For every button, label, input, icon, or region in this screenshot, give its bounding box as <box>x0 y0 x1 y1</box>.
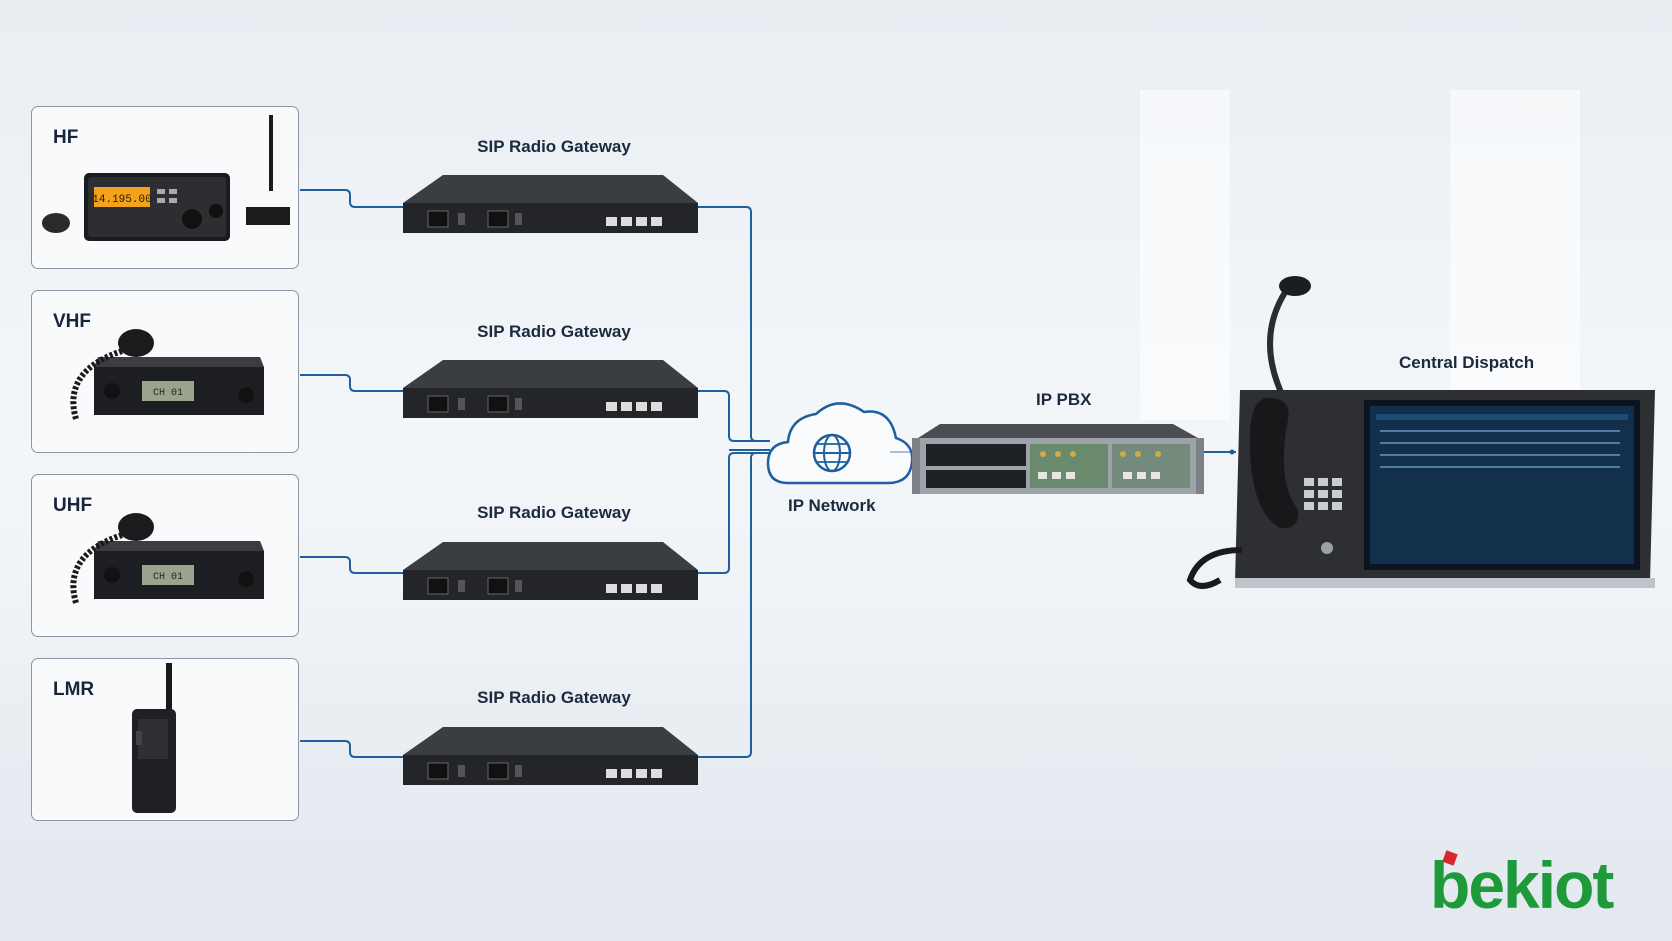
radio-label-lmr: LMR <box>53 679 95 700</box>
gateway-units <box>403 175 698 785</box>
gateway-unit <box>403 542 698 600</box>
hf-frequency-display: 14.195.00 <box>92 194 151 206</box>
radio-box-uhf: UHF CH 01 <box>31 474 299 637</box>
network-label: IP Network <box>788 496 876 515</box>
mobile-radio-icon: CH 01 <box>70 329 264 420</box>
bekiot-logo: bekiot <box>1430 848 1616 918</box>
radio-box-hf: HF 14.195.00 <box>31 106 299 269</box>
gateway-unit <box>403 175 698 233</box>
gateway-unit <box>403 360 698 418</box>
gateway-unit <box>403 727 698 785</box>
pbx-label: IP PBX <box>1036 390 1092 409</box>
radio-box-lmr: LMR <box>31 658 299 821</box>
background-window <box>1140 90 1230 420</box>
gateway-label: SIP Radio Gateway <box>477 688 631 707</box>
link-uhf-gateway <box>300 556 405 574</box>
radio-label-uhf: UHF <box>53 495 93 516</box>
link-hf-gateway <box>300 189 405 208</box>
link-lmr-gateway <box>300 740 405 758</box>
link-gateway4-network <box>697 452 770 758</box>
dispatch-console <box>1186 276 1655 589</box>
gateway-label: SIP Radio Gateway <box>477 503 631 522</box>
hf-transceiver-icon: 14.195.00 <box>42 115 290 241</box>
handheld-radio-icon <box>132 663 176 813</box>
link-vhf-gateway <box>300 374 405 392</box>
radio-box-vhf: VHF CH 01 <box>31 290 299 453</box>
gateway-label: SIP Radio Gateway <box>477 137 631 156</box>
link-gateway3-network <box>697 452 770 574</box>
uhf-channel-display: CH 01 <box>153 572 183 583</box>
link-gateway2-network <box>697 390 770 442</box>
mobile-radio-icon: CH 01 <box>70 513 264 604</box>
pbx-chassis <box>912 424 1204 494</box>
globe-cloud-icon <box>766 402 914 485</box>
connection-lines <box>300 189 1236 758</box>
gateway-label: SIP Radio Gateway <box>477 322 631 341</box>
vhf-channel-display: CH 01 <box>153 388 183 399</box>
link-gateway1-network <box>697 206 770 442</box>
radio-label-vhf: VHF <box>53 311 91 332</box>
radio-label-hf: HF <box>53 127 79 148</box>
dispatch-label: Central Dispatch <box>1399 353 1535 372</box>
svg-text:bekiot: bekiot <box>1430 848 1614 918</box>
